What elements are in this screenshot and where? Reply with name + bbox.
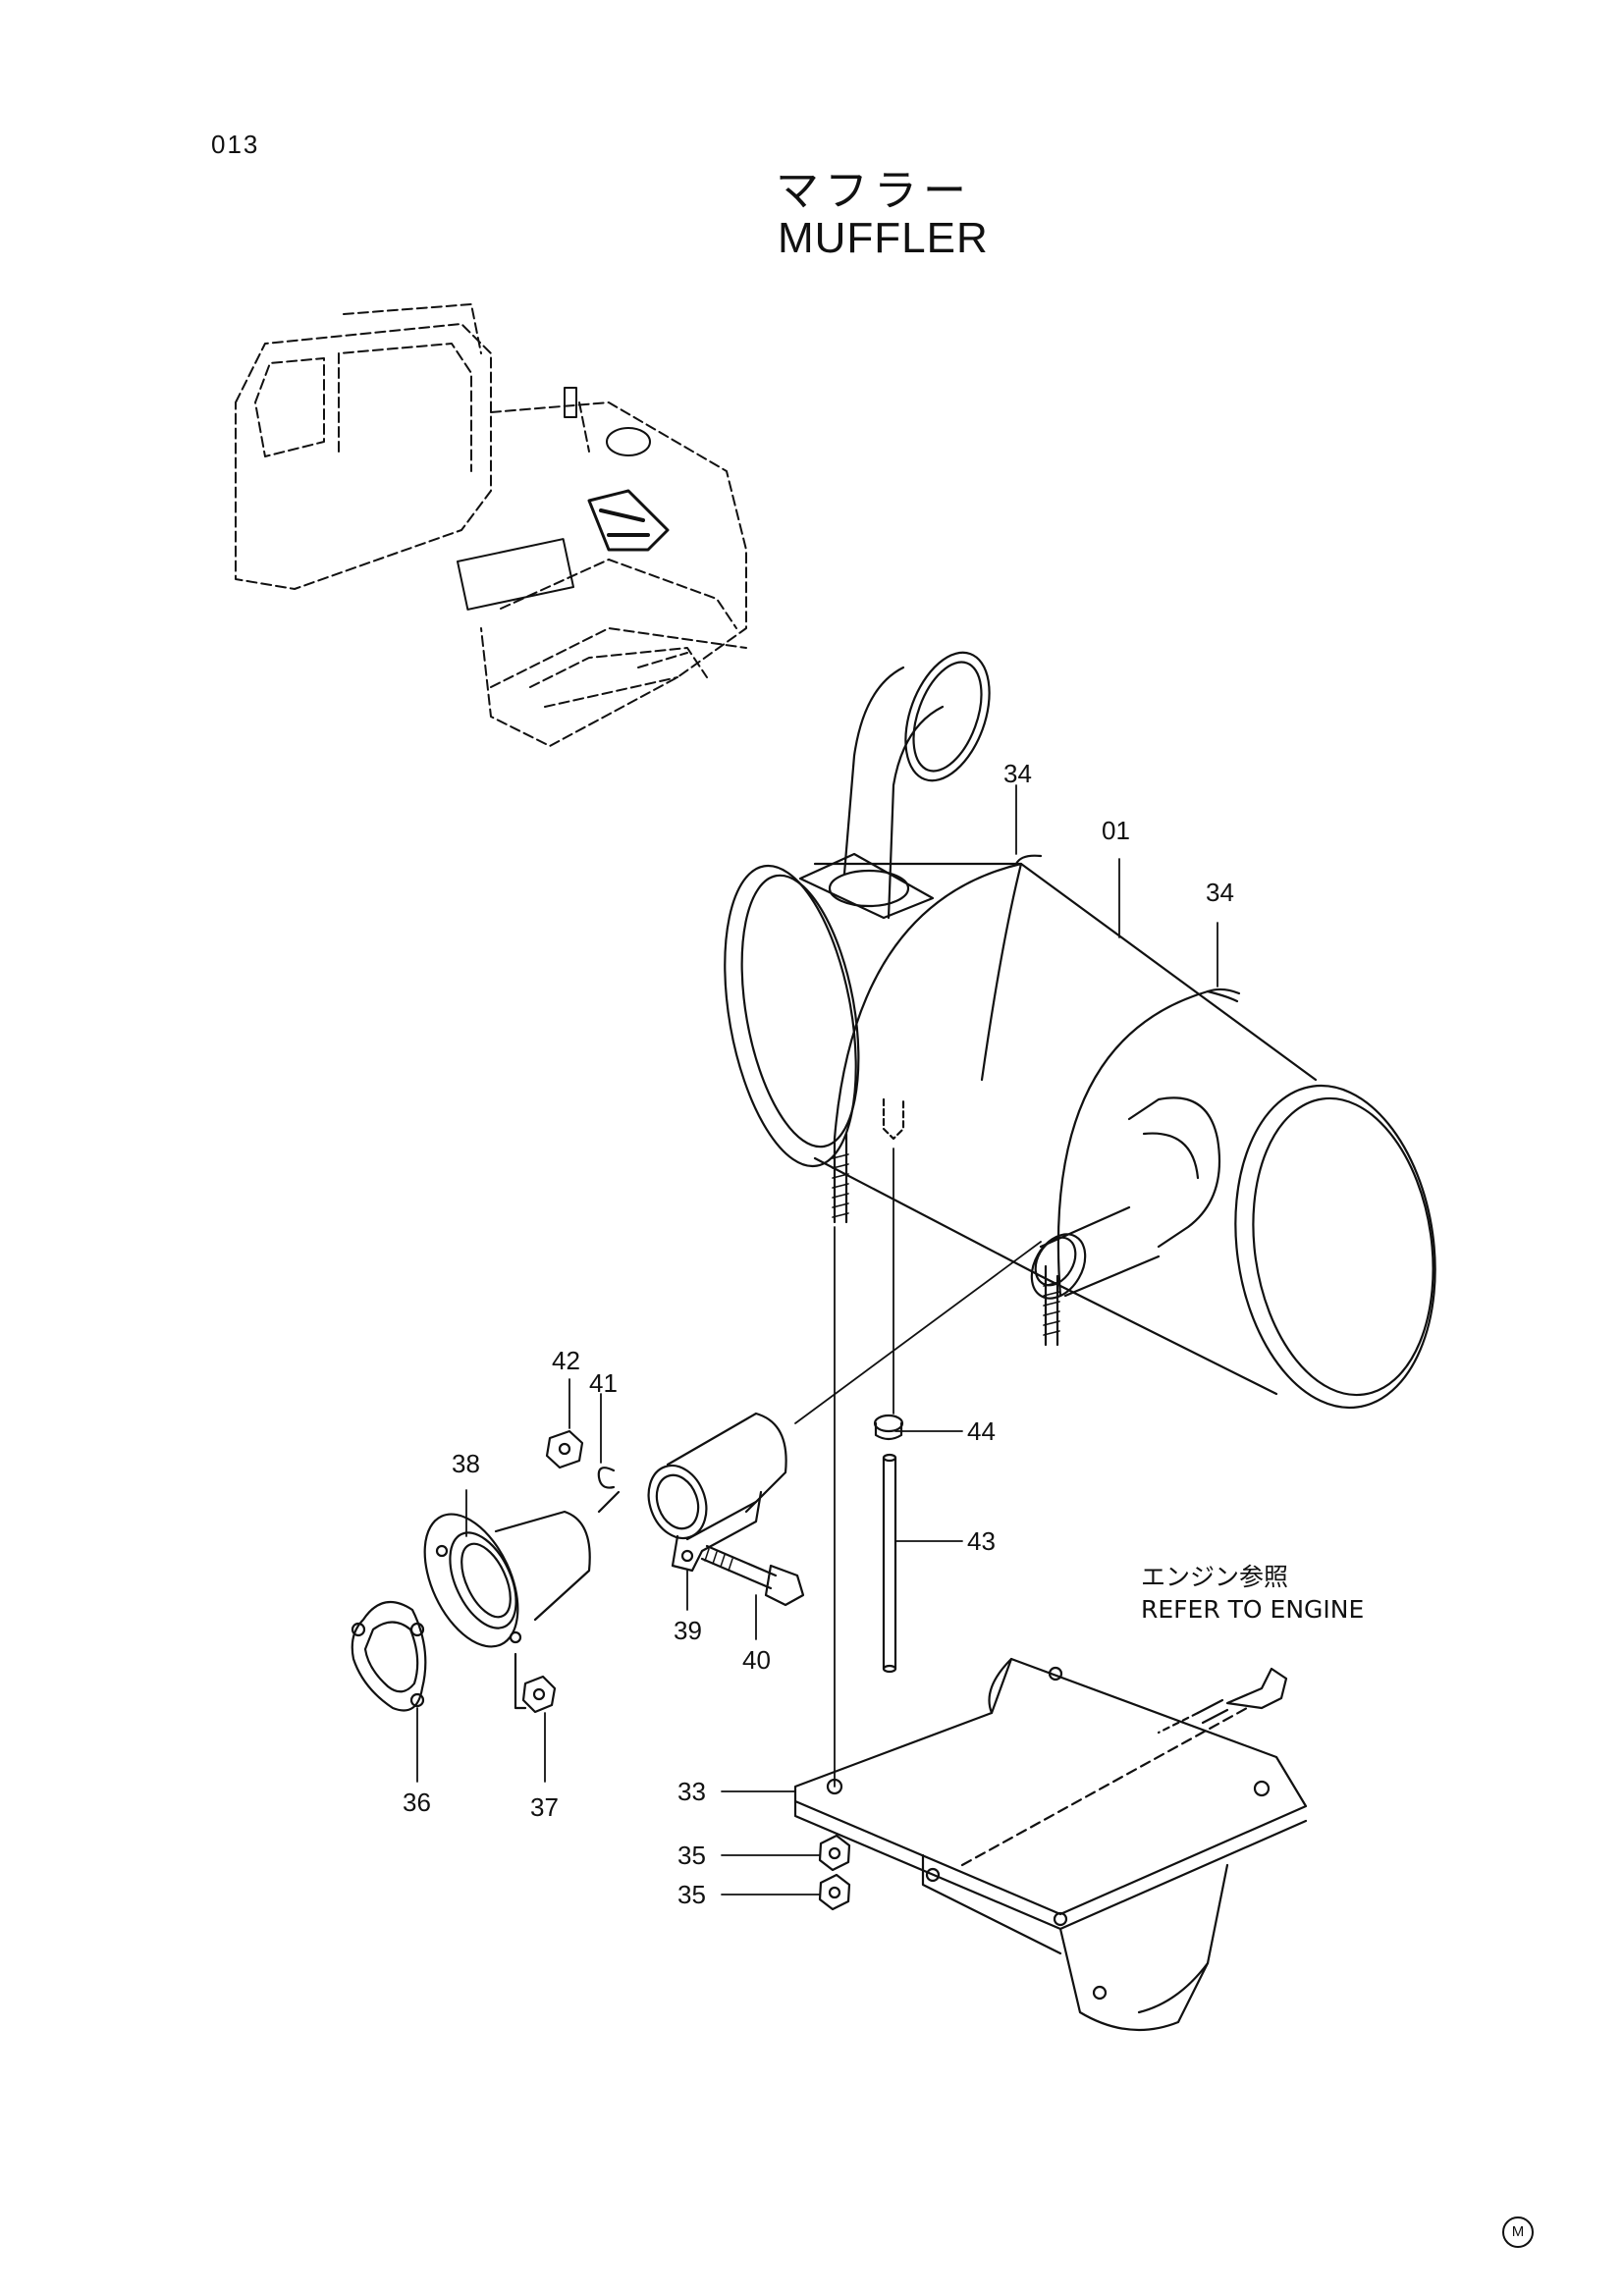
muffler-body — [724, 651, 1436, 1410]
note-english: REFER TO ENGINE — [1141, 1595, 1364, 1624]
leader-lines — [416, 784, 1218, 1896]
callout-01: 01 — [1102, 816, 1130, 845]
callout-labels: 34 01 34 44 43 42 41 38 39 40 36 37 33 3… — [403, 759, 1234, 1909]
bracket — [793, 1657, 1308, 2032]
maker-mark: M — [1502, 2216, 1534, 2248]
clamp — [647, 1412, 787, 1573]
flange-pipe — [423, 1490, 621, 1648]
nut-and-washer — [545, 1429, 616, 1489]
alignment-lines — [794, 1148, 1042, 1788]
callout-35: 35 — [677, 1841, 706, 1870]
excavator-overview — [235, 303, 747, 747]
callout-44: 44 — [967, 1416, 996, 1446]
refer-to-engine-note: エンジン参照 REFER TO ENGINE — [1141, 1563, 1364, 1624]
callout-38: 38 — [452, 1449, 480, 1478]
callout-37: 37 — [530, 1792, 559, 1822]
rod-assembly — [873, 1414, 904, 1674]
callout-35: 35 — [677, 1880, 706, 1909]
page-code: 013 — [211, 130, 260, 159]
callout-39: 39 — [674, 1616, 702, 1645]
callout-40: 40 — [742, 1645, 771, 1675]
excavator-muffler-detail — [457, 387, 670, 611]
bolt — [700, 1544, 805, 1607]
callout-34: 34 — [1003, 759, 1032, 788]
callout-42: 42 — [552, 1346, 580, 1375]
callout-34: 34 — [1206, 878, 1234, 907]
callout-43: 43 — [967, 1526, 996, 1556]
callout-33: 33 — [677, 1777, 706, 1806]
title-english: MUFFLER — [778, 214, 989, 262]
note-japanese: エンジン参照 — [1141, 1563, 1288, 1591]
gasket — [351, 1600, 427, 1712]
callout-36: 36 — [403, 1788, 431, 1817]
nut-37 — [514, 1652, 557, 1714]
title-japanese: マフラー — [776, 166, 972, 216]
nuts-35 — [818, 1834, 851, 1911]
callout-41: 41 — [589, 1368, 618, 1398]
engine-bolt — [1157, 1667, 1288, 1735]
